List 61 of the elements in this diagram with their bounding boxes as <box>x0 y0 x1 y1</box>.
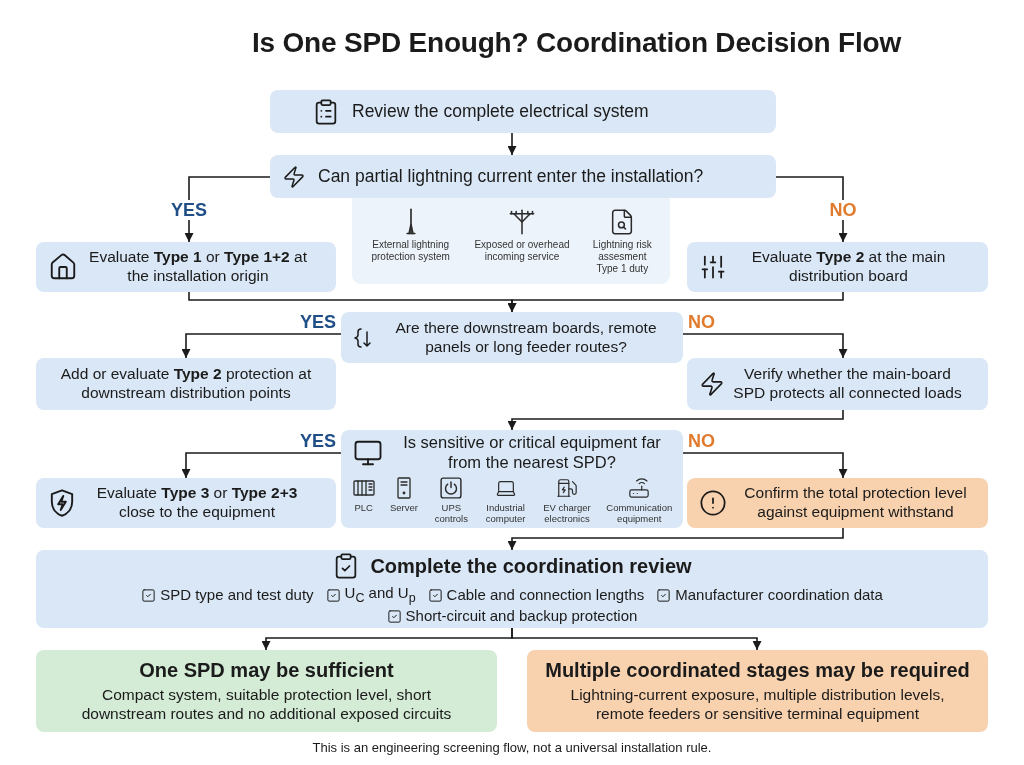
factor-label: Exposed or overhead incoming service <box>473 238 571 263</box>
equipment-label: Industrial computer <box>484 501 527 525</box>
connector-arrow <box>682 452 848 479</box>
decision-box <box>270 155 776 198</box>
edge-label: NO <box>688 432 715 450</box>
diagram-title: Is One SPD Enough? Coordination Decision Flow <box>252 27 901 59</box>
question-text: Is sensitive or critical equipment far from the nearest SPD? <box>402 433 662 473</box>
outcome-heading: Multiple coordinated stages may be required <box>545 658 970 684</box>
action-text: Verify whether the main-board SPD protects all connected loads <box>733 365 962 403</box>
connector-arrow <box>507 291 844 313</box>
action-box <box>36 478 336 528</box>
review-heading: Complete the coordination review <box>370 553 692 578</box>
edge-label: NO <box>688 313 715 331</box>
equipment-label: EV charger electronics <box>542 501 592 525</box>
edge-label: YES <box>299 313 336 331</box>
action-box <box>36 242 336 292</box>
edge-label: YES <box>169 199 209 220</box>
connector-arrow <box>507 132 517 156</box>
edge-label: NO <box>827 199 859 220</box>
connector-arrow <box>682 333 848 359</box>
equipment-label: UPS controls <box>433 501 469 525</box>
action-box <box>36 358 336 410</box>
connector-arrow <box>507 527 844 551</box>
factor-label: External lightning protection system <box>370 238 451 263</box>
outcome-box <box>36 650 497 732</box>
connector-arrow <box>507 409 844 431</box>
question-text: Are there downstream boards, remote panels or long feeder routes? <box>394 318 658 357</box>
step-text: Review the complete electrical system <box>352 101 649 122</box>
checklist-item: Manufacturer coordination data <box>675 585 883 605</box>
checklist-item: Short-circuit and backup protection <box>405 607 638 627</box>
equipment-label: Communication equipment <box>605 501 674 525</box>
action-text: Confirm the total protection level against equipment withstand <box>743 484 968 522</box>
checklist-item: SPD type and test duty <box>160 585 314 605</box>
connector-arrow <box>181 333 342 359</box>
edge-label: YES <box>299 432 336 450</box>
factor-label: Lightning risk assesment Type 1 duty <box>591 238 653 275</box>
action-text: Evaluate Type 3 or Type 2+3 close to the equipment <box>95 484 299 522</box>
outcome-heading: One SPD may be sufficient <box>139 658 394 684</box>
warning-box <box>687 478 988 528</box>
outcome-text: Compact system, suitable protection level, short downstream routes and no additional exposed circuits <box>80 686 453 724</box>
connector-arrow <box>511 627 762 651</box>
decision-box <box>341 430 683 528</box>
action-box <box>687 242 988 292</box>
outcome-text: Lightning-current exposure, multiple distribution levels, remote feeders or sensitive terminal equipment <box>569 686 946 724</box>
process-box <box>270 90 776 133</box>
question-text: Can partial lightning current enter the installation? <box>318 166 704 187</box>
connector-arrow <box>181 452 342 479</box>
action-text: Evaluate Type 2 at the main distribution board <box>750 248 947 286</box>
checklist-item: Cable and connection lengths <box>446 585 645 605</box>
equipment-label: Server <box>390 501 418 514</box>
caption-note: This is an engineering screening flow, not a universal installation rule. <box>312 740 712 755</box>
checklist-item: U$_{C}$ and U$_{p}$ <box>344 583 416 607</box>
decision-box <box>341 312 683 363</box>
action-text: Evaluate Type 1 or Type 1+2 at the installation origin <box>88 248 308 286</box>
info-panel <box>352 198 670 284</box>
action-text: Add or evaluate Type 2 protection at downstream distribution points <box>59 365 313 403</box>
connector-arrow <box>184 176 271 243</box>
action-box <box>687 358 988 410</box>
equipment-label: PLC <box>354 501 373 514</box>
review-panel <box>36 550 988 628</box>
outcome-box <box>527 650 988 732</box>
